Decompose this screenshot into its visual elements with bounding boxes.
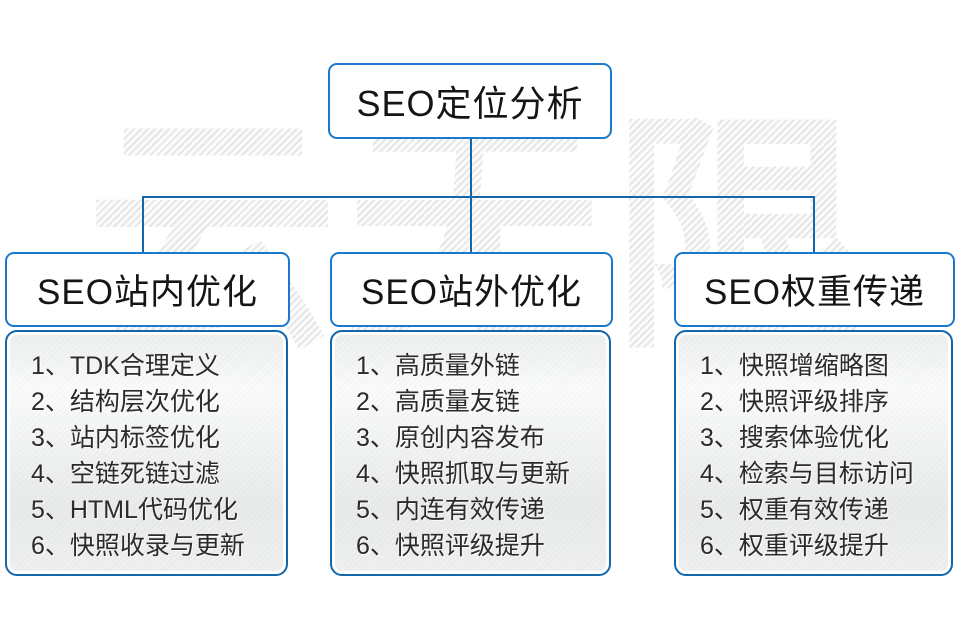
list-item: 1、TDK合理定义	[31, 352, 220, 380]
list-item: 5、HTML代码优化	[31, 496, 238, 524]
list-item: 5、内连有效传递	[356, 496, 545, 524]
list-item: 2、快照评级排序	[700, 388, 889, 416]
list-item: 6、权重评级提升	[700, 532, 889, 560]
list-item: 6、快照评级提升	[356, 532, 545, 560]
branch-header-weight-transfer: SEO权重传递	[674, 252, 955, 327]
root-box-title: SEO定位分析	[356, 83, 584, 124]
branch-list-weight-transfer: 1、快照增缩略图 2、快照评级排序 3、搜索体验优化 4、检索与目标访问 5、权…	[674, 330, 953, 576]
connector-drop-line-center	[470, 196, 472, 254]
list-item: 6、快照收录与更新	[31, 532, 245, 560]
list-item: 2、结构层次优化	[31, 388, 220, 416]
branch-list-onsite-seo: 1、TDK合理定义 2、结构层次优化 3、站内标签优化 4、空链死链过滤 5、H…	[5, 330, 288, 576]
list-item: 3、原创内容发布	[356, 424, 545, 452]
connector-horizontal-line	[142, 196, 815, 198]
branch-header-onsite-seo: SEO站内优化	[5, 252, 290, 327]
list-item: 3、搜索体验优化	[700, 424, 889, 452]
connector-drop-line-right	[813, 196, 815, 254]
root-box-seo-positioning: SEO定位分析	[328, 63, 612, 139]
list-item: 1、高质量外链	[356, 352, 520, 380]
list-item: 5、权重有效传递	[700, 496, 889, 524]
list-item: 2、高质量友链	[356, 388, 520, 416]
connector-trunk-line	[470, 135, 472, 197]
connector-drop-line-left	[142, 196, 144, 254]
branch-title: SEO站内优化	[37, 273, 258, 312]
branch-list-offsite-seo: 1、高质量外链 2、高质量友链 3、原创内容发布 4、快照抓取与更新 5、内连有…	[330, 330, 611, 576]
branch-header-offsite-seo: SEO站外优化	[330, 252, 613, 327]
list-item: 4、检索与目标访问	[700, 460, 914, 488]
list-item: 3、站内标签优化	[31, 424, 220, 452]
list-item: 4、快照抓取与更新	[356, 460, 570, 488]
list-item: 4、空链死链过滤	[31, 460, 220, 488]
branch-title: SEO站外优化	[361, 273, 582, 312]
list-item: 1、快照增缩略图	[700, 352, 889, 380]
branch-title: SEO权重传递	[704, 273, 925, 312]
